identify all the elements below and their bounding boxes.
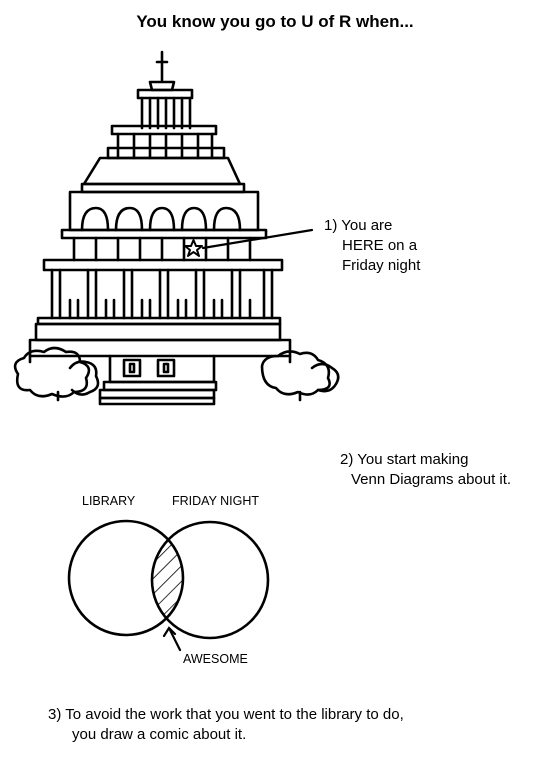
caption-1-line-3: Friday night (342, 257, 421, 274)
awesome-arrow (168, 628, 182, 652)
caption-2-line-1: 2) You start making (340, 451, 469, 468)
comic-title: You know you go to U of R when... (136, 12, 414, 31)
venn-left-label: LIBRARY (82, 494, 136, 508)
caption-3-line-1: 3) To avoid the work that you went to th… (48, 706, 404, 723)
venn-intersection-label: AWESOME (183, 652, 248, 666)
caption-2-line-2: Venn Diagrams about it. (351, 471, 512, 488)
caption-1: 1) You are HERE on a Friday night (324, 216, 420, 276)
caption-3-line-2: you draw a comic about it. (72, 726, 247, 743)
caption-2: 2) You start making Venn Diagrams about … (340, 450, 511, 490)
venn-right-label: FRIDAY NIGHT (172, 494, 260, 508)
caption-3: 3) To avoid the work that you went to th… (48, 705, 404, 745)
caption-1-line-2: HERE on a (342, 237, 418, 254)
caption-1-line-1: 1) You are (324, 217, 393, 234)
